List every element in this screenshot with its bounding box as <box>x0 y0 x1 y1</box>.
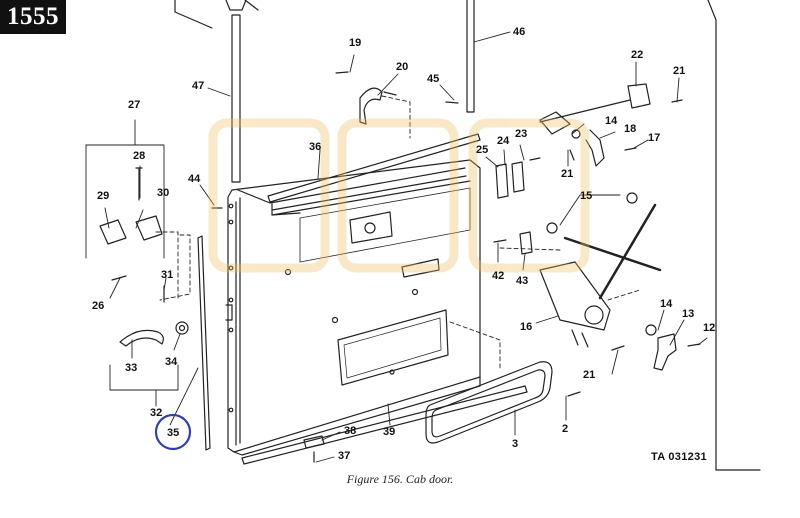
callout-21c: 21 <box>583 369 595 381</box>
pull-handle-33 <box>119 329 164 347</box>
latch-plate-30 <box>135 215 163 241</box>
callout-35: 35 <box>167 427 179 439</box>
callout-42: 42 <box>492 270 504 282</box>
callout-16: 16 <box>520 321 532 333</box>
screw-12 <box>687 343 701 347</box>
callout-28: 28 <box>133 150 145 162</box>
callout-24: 24 <box>497 135 510 147</box>
washer-14 <box>645 324 657 336</box>
upper-seal-36 <box>267 133 481 203</box>
callout-43: 43 <box>516 275 528 287</box>
callout-47: 47 <box>192 80 204 92</box>
watermark-logo <box>208 118 590 273</box>
callout-36: 36 <box>309 141 321 153</box>
callout-31: 31 <box>161 269 173 281</box>
callout-46: 46 <box>513 26 525 38</box>
callout-20: 20 <box>396 61 408 73</box>
bracket-24 <box>511 161 525 193</box>
leader-lines <box>85 31 708 463</box>
drawing-code: TA 031231 <box>651 451 707 463</box>
callout-14b: 14 <box>605 115 618 127</box>
callout-14a: 14 <box>660 298 673 310</box>
window-glass-3 <box>425 361 553 444</box>
callout-17: 17 <box>648 132 660 144</box>
callout-25: 25 <box>476 144 488 156</box>
callout-33: 33 <box>125 362 137 374</box>
latch-plate-29 <box>99 219 127 245</box>
callout-18: 18 <box>624 123 636 135</box>
callout-37: 37 <box>338 450 350 462</box>
highlight-circle-35 <box>154 413 192 451</box>
lever-18 <box>585 129 605 167</box>
screw-28 <box>135 167 143 201</box>
callout-19: 19 <box>349 37 361 49</box>
callout-34: 34 <box>165 356 178 368</box>
side-seal-35 <box>197 235 211 451</box>
callout-12: 12 <box>703 322 715 334</box>
callout-38: 38 <box>344 425 356 437</box>
callout-15: 15 <box>580 190 592 202</box>
callout-13: 13 <box>682 308 694 320</box>
remote-control-22 <box>539 83 651 135</box>
callout-2: 2 <box>562 423 568 435</box>
bracket-38 <box>303 435 325 449</box>
inside-handle-20 <box>359 87 383 125</box>
page-number-badge: 1555 <box>0 0 66 34</box>
screw-42 <box>493 239 507 243</box>
callout-39: 39 <box>383 426 395 438</box>
bracket-25 <box>495 163 509 199</box>
screw-45 <box>445 101 459 104</box>
callout-29: 29 <box>97 190 109 202</box>
callout-22: 22 <box>631 49 643 61</box>
assembly-lines <box>155 95 641 371</box>
screw-23 <box>529 157 541 161</box>
window-channel-46 <box>466 0 475 113</box>
callout-21b: 21 <box>561 168 573 180</box>
washer-34 <box>175 321 189 335</box>
callout-45: 45 <box>427 73 439 85</box>
screw-19 <box>335 71 349 74</box>
door-rod-47 <box>225 0 247 183</box>
callout-27: 27 <box>128 99 140 111</box>
callout-21a: 21 <box>673 65 685 77</box>
grommet-15b <box>626 192 638 204</box>
figure-caption: Figure 156. Cab door. <box>346 472 454 486</box>
callout-30: 30 <box>157 187 169 199</box>
callout-26: 26 <box>92 300 104 312</box>
callout-3: 3 <box>512 438 518 450</box>
screw-26 <box>111 275 127 281</box>
callout-32: 32 <box>150 407 162 419</box>
door-panel <box>225 159 481 456</box>
callout-23: 23 <box>515 128 527 140</box>
lower-seal-39 <box>241 385 528 465</box>
callout-labels: 2 3 12 13 14 14 15 16 17 18 19 20 21 21 … <box>92 26 715 462</box>
clip-43 <box>519 231 533 255</box>
callout-44: 44 <box>188 173 201 185</box>
cab-frame-lines <box>174 0 761 471</box>
grommet-15a <box>546 222 558 234</box>
window-regulator-16 <box>539 203 662 348</box>
